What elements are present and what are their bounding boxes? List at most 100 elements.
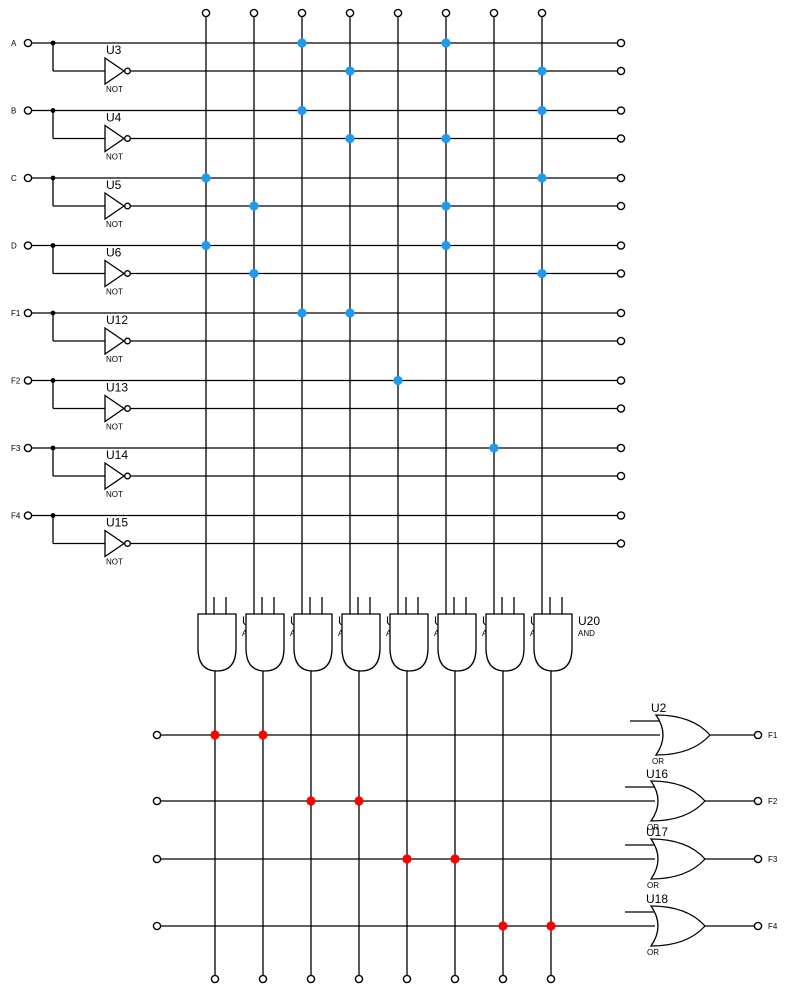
row-end-terminal[interactable] [616, 404, 626, 413]
product-bottom-terminal[interactable] [258, 974, 268, 984]
or-gate-symbol [654, 714, 711, 756]
product-top-terminal[interactable] [393, 8, 403, 18]
product-top-terminal[interactable] [489, 8, 499, 18]
product-top-terminal[interactable] [441, 8, 451, 18]
product-top-terminal[interactable] [249, 8, 259, 18]
row-end-terminal[interactable] [616, 336, 626, 346]
product-bottom-terminal[interactable] [354, 974, 364, 984]
input-terminal[interactable] [23, 376, 33, 385]
row-end-terminal[interactable] [616, 201, 626, 211]
not-gate-symbol [104, 461, 126, 491]
not-gate-type: NOT [106, 288, 123, 297]
or-gate-type: OR [647, 948, 659, 957]
or-plane-connection-dot [450, 854, 460, 864]
not-gate-type: NOT [106, 490, 123, 499]
not-gate-type: NOT [106, 558, 123, 567]
and-plane-connection-dot [441, 201, 451, 211]
row-end-terminal[interactable] [616, 38, 626, 48]
row-end-terminal[interactable] [616, 539, 626, 548]
inverter-bubble [124, 540, 131, 547]
or-gate-name: U18 [646, 892, 668, 906]
row-end-terminal[interactable] [616, 134, 626, 143]
or-gate-symbol [649, 780, 706, 822]
not-gate-symbol [104, 56, 126, 86]
product-bottom-terminal[interactable] [450, 974, 460, 984]
input-terminal[interactable] [23, 443, 33, 453]
and-plane-connection-dot [297, 308, 307, 318]
product-bottom-terminal[interactable] [210, 974, 220, 984]
not-gate-name: U13 [106, 381, 128, 395]
input-terminal[interactable] [23, 106, 33, 115]
and-plane-connection-dot [249, 201, 259, 211]
and-plane-connection-dot [441, 240, 451, 251]
not-gate-symbol [104, 191, 126, 221]
output-label: F4 [768, 922, 778, 931]
row-end-terminal[interactable] [616, 443, 626, 453]
not-gate-name: U4 [106, 111, 122, 125]
product-top-terminal[interactable] [297, 8, 307, 18]
and-gate-symbol [197, 613, 237, 672]
or-row-input-terminal[interactable] [152, 796, 162, 806]
row-end-terminal[interactable] [616, 269, 626, 278]
and-plane-connection-dot [249, 268, 259, 279]
output-label: F1 [768, 731, 778, 740]
input-terminal[interactable] [23, 511, 33, 520]
and-plane-connection-dot [345, 133, 355, 144]
and-plane-connection-dot [441, 38, 451, 48]
or-row-input-terminal[interactable] [152, 854, 162, 864]
product-top-terminal[interactable] [345, 8, 355, 18]
or-output-terminal[interactable] [753, 796, 763, 806]
or-plane-connection-dot [354, 796, 364, 806]
or-gate-name: U2 [651, 701, 667, 715]
product-top-terminal[interactable] [537, 8, 547, 18]
product-top-terminal[interactable] [201, 8, 211, 18]
input-label: F2 [11, 377, 21, 386]
and-gate-symbol [437, 613, 477, 672]
and-plane-connection-dot [345, 308, 355, 318]
input-label: F1 [11, 309, 21, 318]
and-plane-connection-dot [297, 105, 307, 116]
row-end-terminal[interactable] [616, 376, 626, 385]
or-output-terminal[interactable] [753, 730, 763, 740]
or-gate-name: U16 [646, 767, 668, 781]
row-end-terminal[interactable] [616, 241, 626, 250]
row-end-terminal[interactable] [616, 106, 626, 115]
not-gate-name: U12 [106, 313, 128, 327]
product-bottom-terminal[interactable] [402, 974, 412, 984]
or-output-terminal[interactable] [753, 921, 763, 931]
row-end-terminal[interactable] [616, 308, 626, 318]
input-label: F4 [11, 512, 21, 521]
product-bottom-terminal[interactable] [498, 974, 508, 984]
row-end-terminal[interactable] [616, 173, 626, 183]
row-end-terminal[interactable] [616, 511, 626, 520]
and-gate-symbol [341, 613, 381, 672]
output-label: F2 [768, 797, 778, 806]
not-gate-type: NOT [106, 423, 123, 432]
or-row-input-terminal[interactable] [152, 730, 162, 740]
or-gate-type: OR [647, 823, 659, 832]
and-plane-connection-dot [537, 173, 547, 183]
input-terminal[interactable] [23, 173, 33, 183]
not-gate-symbol [104, 394, 126, 423]
inverter-bubble [124, 405, 131, 412]
and-gate-symbol [389, 613, 429, 672]
and-plane-connection-dot [489, 443, 499, 453]
not-gate-name: U14 [106, 448, 128, 462]
and-gate-symbol [533, 613, 573, 672]
inverter-bubble [124, 202, 131, 210]
row-end-terminal[interactable] [616, 66, 626, 76]
product-bottom-terminal[interactable] [306, 974, 316, 984]
or-row-input-terminal[interactable] [152, 921, 162, 931]
row-end-terminal[interactable] [616, 471, 626, 481]
and-plane-connection-dot [201, 173, 211, 183]
input-terminal[interactable] [23, 38, 33, 48]
and-plane-connection-dot [441, 133, 451, 144]
not-gate-name: U6 [106, 246, 122, 260]
or-output-terminal[interactable] [753, 854, 763, 864]
and-gate-type: AND [578, 629, 595, 638]
input-terminal[interactable] [23, 308, 33, 318]
input-terminal[interactable] [23, 241, 33, 250]
and-gate-symbol [245, 613, 285, 672]
product-bottom-terminal[interactable] [546, 974, 556, 984]
